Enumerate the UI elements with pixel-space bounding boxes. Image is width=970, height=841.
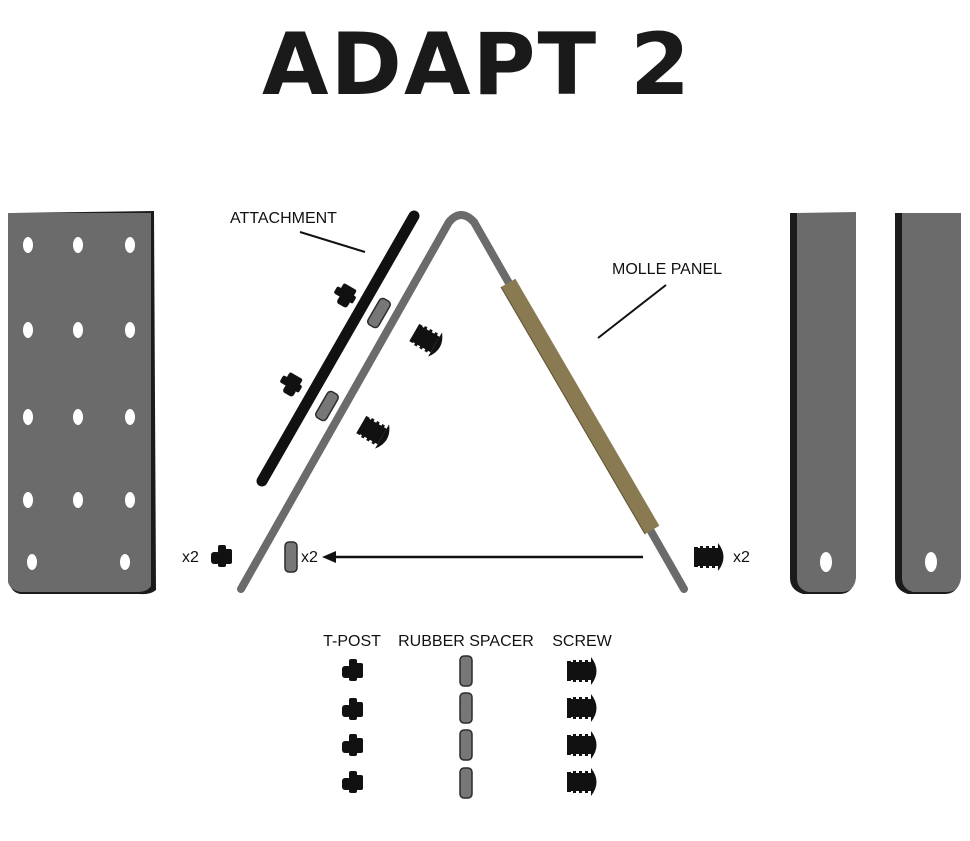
legend-screw-heading: SCREW xyxy=(552,633,612,650)
screw-icon xyxy=(354,412,394,452)
t-post-icon xyxy=(275,369,306,400)
screw-icon xyxy=(567,768,597,796)
molle-panel-strip xyxy=(500,278,660,535)
left-perforated-plate xyxy=(8,211,156,595)
plate-holes xyxy=(23,237,135,570)
tpost-quantity: x2 xyxy=(182,549,199,566)
molle-panel-label: MOLLE PANEL xyxy=(612,261,722,278)
triangle-bracket xyxy=(237,211,688,593)
attachment-label: ATTACHMENT xyxy=(230,210,337,227)
attachment-bar xyxy=(256,210,420,487)
screw-icon xyxy=(567,657,597,685)
screw-icon xyxy=(567,694,597,722)
screw-icon xyxy=(694,543,724,571)
t-post-icon xyxy=(342,698,363,720)
t-post-icon xyxy=(342,734,363,756)
legend-tpost-heading: T-POST xyxy=(323,633,381,650)
legend-tpost-column xyxy=(342,659,363,793)
rubber-spacer-icon xyxy=(459,655,473,687)
t-post-icon xyxy=(342,771,363,793)
t-post-icon xyxy=(211,545,232,567)
screw-icon xyxy=(567,731,597,759)
attachment-leader-line xyxy=(299,231,366,253)
t-post-icon xyxy=(329,280,360,311)
page-title: ADAPT 2 xyxy=(262,15,692,115)
spacer-quantity: x2 xyxy=(301,549,318,566)
legend-spacer-heading: RUBBER SPACER xyxy=(398,633,534,650)
molle-leader-line xyxy=(597,284,667,339)
rubber-spacer-icon xyxy=(459,767,473,799)
screw-quantity: x2 xyxy=(733,549,750,566)
screw-icon xyxy=(407,320,447,360)
right-bar-1 xyxy=(790,212,856,594)
right-bar-2 xyxy=(895,213,961,594)
arrow-head-icon xyxy=(322,551,336,563)
rubber-spacer-icon xyxy=(459,692,473,724)
legend-spacer-column xyxy=(459,655,473,799)
rubber-spacer-icon xyxy=(284,541,298,573)
rubber-spacer-icon xyxy=(459,729,473,761)
legend-screw-column xyxy=(567,657,597,796)
t-post-icon xyxy=(342,659,363,681)
